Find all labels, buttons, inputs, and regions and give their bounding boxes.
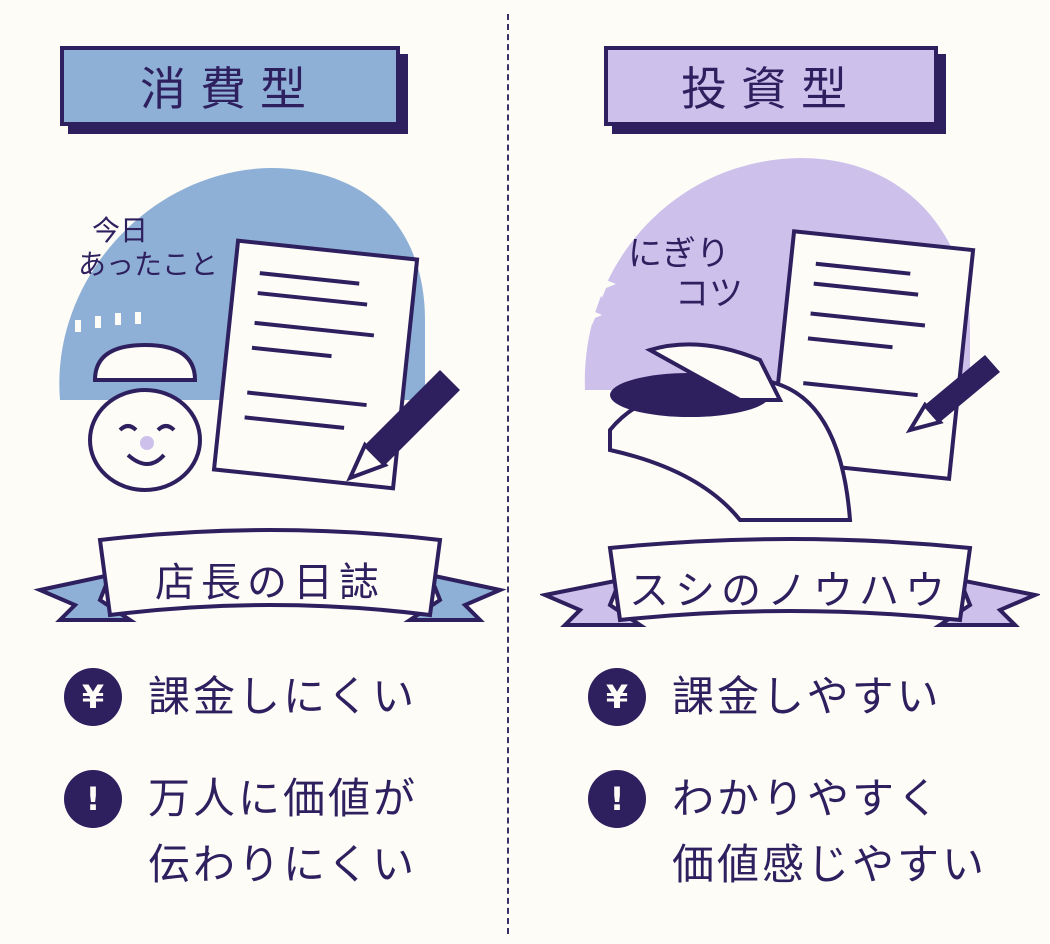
sparkle-icon: [582, 270, 616, 325]
bubble-text: 今日 あったこと: [78, 214, 218, 281]
exclamation-icon: !: [588, 770, 646, 828]
bubble-text: にぎり コツ: [628, 234, 743, 314]
point-text: 万人に価値が 伝わりにくい: [148, 774, 419, 889]
title-ribbon: 店長の日誌: [20, 520, 520, 640]
panel-title: 消費型: [60, 46, 400, 126]
paper-icon: [211, 238, 420, 491]
ribbon-label: スシのノウハウ: [629, 568, 951, 614]
yen-icon: ¥: [588, 668, 646, 726]
ribbon-label: 店長の日誌: [155, 560, 385, 606]
point-row: ¥ 課金しにくい: [64, 668, 417, 730]
yen-icon: ¥: [64, 668, 122, 726]
point-row: ! 万人に価値が 伝わりにくい: [64, 770, 418, 898]
panel-title: 投資型: [604, 46, 938, 126]
point-text: 課金しにくい: [148, 672, 418, 721]
investment-type-panel: 投資型 にぎり コツ: [538, 0, 1042, 944]
consumption-type-panel: 消費型 今日 あったこと: [20, 0, 520, 944]
pencil-icon: [346, 370, 460, 482]
exclamation-icon: !: [64, 770, 122, 828]
center-divider: [507, 14, 509, 934]
point-text: 課金しやすい: [672, 672, 942, 721]
point-row: ¥ 課金しやすい: [588, 668, 942, 730]
title-ribbon: スシのノウハウ: [538, 520, 1042, 640]
sushi-illustration: にぎり コツ: [582, 158, 1000, 522]
pencil-icon: [905, 355, 1000, 434]
point-row: ! わかりやすく 価値感じやすい: [588, 770, 987, 898]
diary-illustration: 今日 あったこと: [59, 168, 460, 492]
chef-icon: [88, 342, 202, 492]
hand-with-sushi-icon: [608, 342, 853, 522]
point-text: わかりやすく 価値感じやすい: [672, 774, 988, 889]
